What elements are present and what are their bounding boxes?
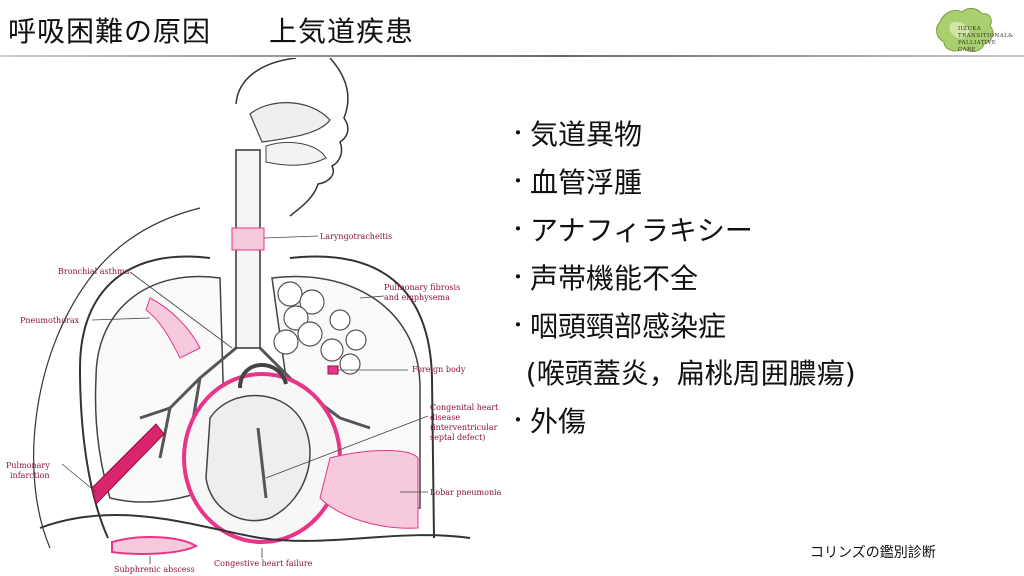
- head-outline: [235, 58, 349, 217]
- slide-title: 呼吸困難の原因 上気道疾患: [8, 15, 415, 48]
- thorax-outline: [79, 255, 435, 539]
- septal-defect: [256, 427, 268, 499]
- label-congestive-heart-failure: Congestive heart failure: [214, 559, 313, 568]
- label-pulmonary-infarction-2: infarction: [10, 471, 50, 480]
- chest-wall-left: [79, 367, 109, 539]
- label-congenital-2: disease: [430, 413, 460, 422]
- list-item-subtext: (喉頭蓋炎，扁桃周囲膿瘍): [508, 357, 856, 390]
- label-lobar-pneumonia: Lobar pneumonia: [430, 488, 502, 497]
- heart-chambers: [205, 394, 311, 522]
- list-item: ・血管浮腫: [508, 166, 643, 199]
- source-note: コリンズの鑑別診断: [810, 545, 936, 561]
- bronchial-asthma-area: [145, 297, 201, 359]
- label-subphrenic-abscess: Subphrenic abscess: [114, 565, 195, 574]
- chest-wall-left-outer: [33, 207, 201, 549]
- leader-lines: [61, 235, 429, 564]
- emphysema-alveoli: [273, 281, 367, 375]
- label-pneumothorax: Pneumothorax: [20, 316, 80, 325]
- list-item: ・気道異物: [508, 118, 643, 151]
- list-item: ・咽頭頸部感染症: [508, 310, 727, 343]
- aorta: [238, 363, 288, 389]
- diaphragm: [39, 514, 471, 542]
- cause-list: ・気道異物 ・血管浮腫 ・アナフィラキシー ・声帯機能不全 ・咽頭頸部感染症 (…: [508, 110, 856, 445]
- label-pulmonary-fibrosis-1: Pulmonary fibrosis: [384, 283, 460, 292]
- list-item: ・外傷: [508, 405, 587, 438]
- title-divider: [0, 55, 1024, 57]
- label-pulmonary-fibrosis-2: and emphysema: [384, 293, 450, 302]
- label-bronchial-asthma: Bronchial asthma: [58, 267, 130, 276]
- title-bar: 呼吸困難の原因 上気道疾患: [0, 0, 1024, 58]
- lobar-pneumonia-area: [319, 450, 419, 529]
- pulmonary-infarction-area: [91, 423, 165, 505]
- logo-text: IIZUKA TRANSITIONAL& PALLIATIVE CARE: [958, 26, 1014, 53]
- label-congenital-3: (interventricular: [430, 423, 498, 432]
- list-item: ・アナフィラキシー: [508, 214, 753, 247]
- laryngotracheitis-area: [231, 227, 265, 251]
- oral-cavity: [265, 141, 327, 166]
- label-congenital-4: septal defect): [430, 433, 485, 442]
- respiratory-anatomy-diagram: Laryngotracheitis Bronchial asthma Pulmo…: [6, 58, 502, 574]
- kyushu-map-logo-icon: [936, 7, 994, 52]
- label-pulmonary-infarction-1: Pulmonary: [6, 461, 50, 470]
- list-item: ・声帯機能不全: [508, 262, 699, 295]
- foreign-body: [327, 365, 339, 375]
- nasal-cavity: [249, 102, 331, 143]
- label-foreign-body: Foreign body: [412, 365, 466, 374]
- label-congenital-1: Congenital heart: [430, 403, 499, 412]
- label-laryngotracheitis: Laryngotracheitis: [320, 232, 392, 241]
- subphrenic-abscess-area: [111, 536, 199, 555]
